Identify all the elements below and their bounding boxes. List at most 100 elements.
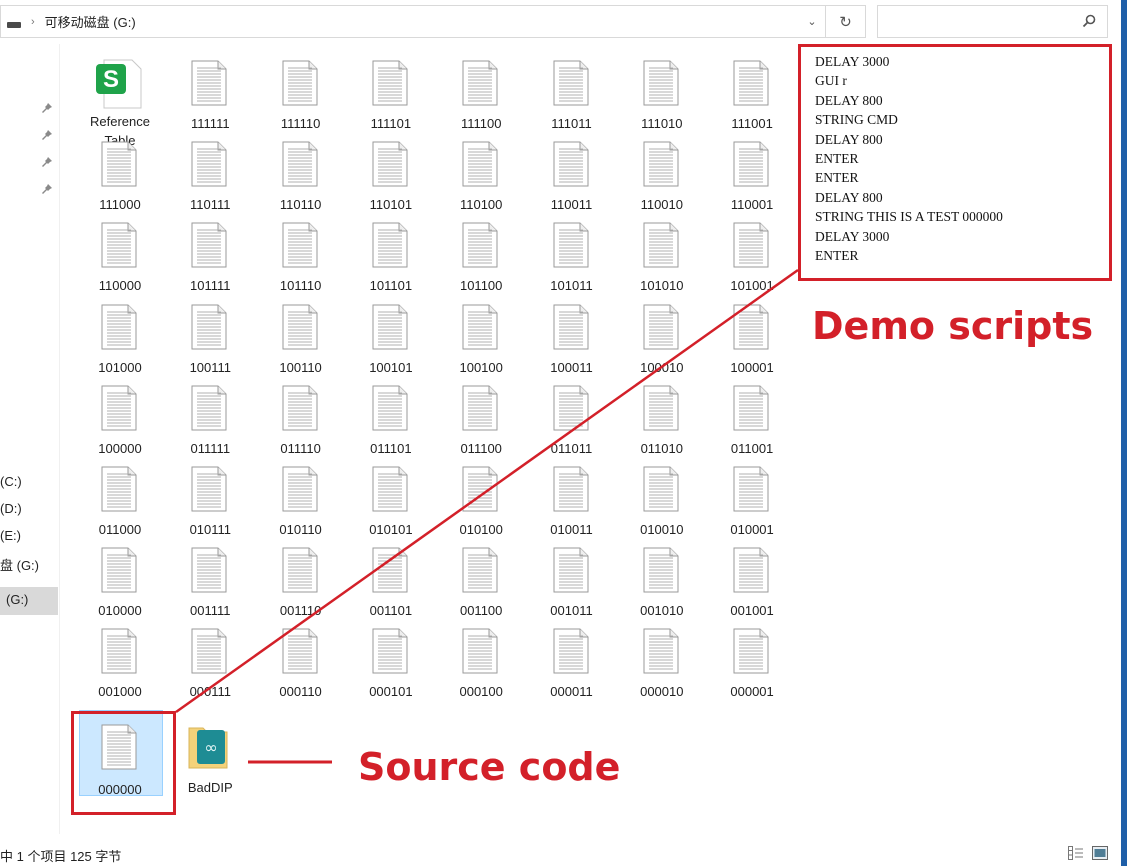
file-item[interactable]: 000010 [617, 624, 707, 704]
file-item[interactable]: 010010 [617, 462, 707, 542]
file-item[interactable]: 110110 [256, 137, 346, 217]
nav-item-drive[interactable]: (D:) [0, 501, 22, 516]
file-item[interactable]: 011010 [617, 381, 707, 461]
file-item[interactable]: 000011 [527, 624, 617, 704]
text-file-icon [372, 385, 408, 431]
file-item[interactable]: 101101 [346, 218, 436, 298]
file-item[interactable]: 100010 [617, 300, 707, 380]
text-file-icon [101, 724, 137, 770]
file-item[interactable]: 110101 [346, 137, 436, 217]
file-item[interactable]: 110001 [707, 137, 797, 217]
window-edge [1121, 0, 1127, 866]
file-item[interactable]: 111101 [346, 56, 436, 136]
nav-item-drive[interactable]: 盘 (G:) [0, 558, 39, 573]
address-path[interactable]: 可移动磁盘 (G:) [44, 15, 136, 30]
file-item[interactable]: 000101 [346, 624, 436, 704]
file-item[interactable]: 001100 [436, 543, 526, 623]
file-item[interactable]: 110111 [165, 137, 255, 217]
file-item[interactable]: 101111 [165, 218, 255, 298]
text-file-icon [553, 60, 589, 106]
file-item[interactable]: 101000 [75, 300, 165, 380]
file-item[interactable]: 010001 [707, 462, 797, 542]
file-item[interactable]: 001010 [617, 543, 707, 623]
file-item[interactable]: 011101 [346, 381, 436, 461]
file-item[interactable]: 001101 [346, 543, 436, 623]
file-item[interactable]: 111001 [707, 56, 797, 136]
pin-icon[interactable] [41, 156, 53, 168]
refresh-icon[interactable]: ↻ [825, 5, 865, 38]
file-item[interactable]: 000100 [436, 624, 526, 704]
file-item[interactable]: 011001 [707, 381, 797, 461]
file-item[interactable]: 010111 [165, 462, 255, 542]
file-item[interactable]: 011000 [75, 462, 165, 542]
text-file-icon [191, 547, 227, 593]
file-item[interactable]: 011100 [436, 381, 526, 461]
file-item[interactable]: 111110 [256, 56, 346, 136]
file-item[interactable]: 001001 [707, 543, 797, 623]
nav-item-drive[interactable]: (E:) [0, 528, 21, 543]
file-item[interactable]: 011011 [527, 381, 617, 461]
file-item[interactable]: 001111 [165, 543, 255, 623]
file-item[interactable]: 000110 [256, 624, 346, 704]
file-item[interactable]: 111000 [75, 137, 165, 217]
file-name: 011111 [190, 440, 231, 456]
nav-item-drive[interactable]: (C:) [0, 474, 22, 489]
chevron-right-icon[interactable]: › [31, 15, 35, 28]
text-file-icon [372, 222, 408, 268]
file-item[interactable]: 100111 [165, 300, 255, 380]
file-item[interactable]: 111111 [165, 56, 255, 136]
source-highlight-box [71, 711, 176, 815]
file-item[interactable]: 101110 [256, 218, 346, 298]
file-item[interactable]: 111100 [436, 56, 526, 136]
chevron-down-icon[interactable]: ⌄ [807, 16, 817, 28]
file-item[interactable]: 000001 [707, 624, 797, 704]
file-item[interactable]: 110010 [617, 137, 707, 217]
file-item[interactable]: 010101 [346, 462, 436, 542]
nav-item-drive[interactable]: (G:) [0, 587, 58, 615]
file-item[interactable]: 011111 [165, 381, 255, 461]
file-item[interactable]: 110000 [75, 218, 165, 298]
file-item[interactable]: 011110 [256, 381, 346, 461]
pin-icon[interactable] [41, 183, 53, 195]
file-item[interactable]: 100011 [527, 300, 617, 380]
file-name: 111111 [191, 116, 230, 131]
file-item[interactable]: 010011 [527, 462, 617, 542]
file-name: 100000 [98, 440, 142, 456]
file-item[interactable]: 101010 [617, 218, 707, 298]
pin-icon[interactable] [41, 102, 53, 114]
file-item[interactable]: 100110 [256, 300, 346, 380]
drive-icon [7, 21, 21, 28]
file-item[interactable]: 100001 [707, 300, 797, 380]
file-item[interactable]: 000111 [165, 624, 255, 704]
folder-item[interactable]: ∞BadDIP [165, 712, 255, 795]
address-bar[interactable]: › 可移动磁盘 (G:) ⌄ ↻ [0, 5, 866, 38]
search-icon[interactable] [1081, 13, 1097, 29]
script-line: ENTER [815, 248, 859, 264]
file-item[interactable]: 111011 [527, 56, 617, 136]
file-item[interactable]: 110011 [527, 137, 617, 217]
file-item[interactable]: 001011 [527, 543, 617, 623]
file-item[interactable]: 101100 [436, 218, 526, 298]
pin-icon[interactable] [41, 129, 53, 141]
file-item[interactable]: 100101 [346, 300, 436, 380]
file-item[interactable]: 101011 [527, 218, 617, 298]
script-line: DELAY 800 [815, 92, 883, 108]
large-icons-view-icon[interactable] [1092, 846, 1108, 860]
file-item[interactable]: 001000 [75, 624, 165, 704]
file-item[interactable]: 100100 [436, 300, 526, 380]
text-file-icon [191, 141, 227, 187]
text-file-icon [282, 60, 318, 106]
file-item[interactable]: 000000 [75, 709, 165, 797]
file-item[interactable]: 101001 [707, 218, 797, 298]
details-view-icon[interactable] [1068, 846, 1084, 860]
file-item[interactable]: 110100 [436, 137, 526, 217]
text-file-icon [462, 60, 498, 106]
search-input[interactable] [877, 5, 1108, 38]
file-item[interactable]: 010100 [436, 462, 526, 542]
file-item[interactable]: 111010 [617, 56, 707, 136]
file-item[interactable]: 001110 [256, 543, 346, 623]
file-item[interactable]: 010000 [75, 543, 165, 623]
file-item[interactable]: 010110 [256, 462, 346, 542]
file-item[interactable]: 100000 [75, 381, 165, 461]
